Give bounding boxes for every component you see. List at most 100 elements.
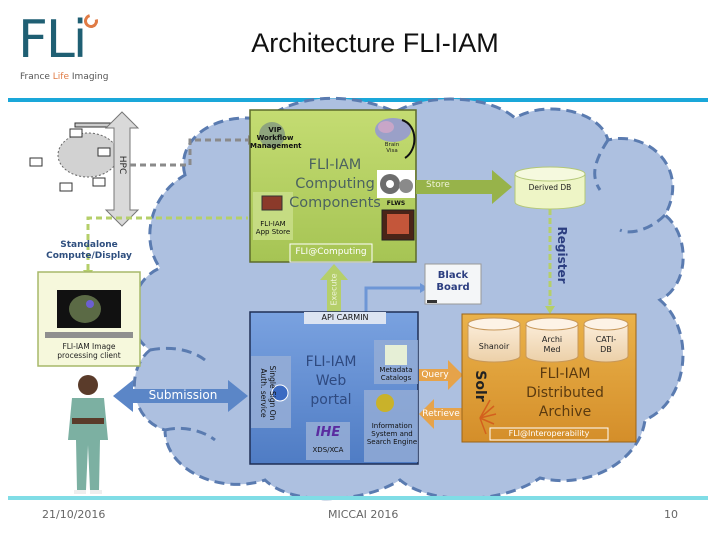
infosys-label-line3: Search Engine [366, 438, 418, 446]
appstore-label: FLI-IAM App Store [252, 220, 294, 236]
archimed-cylinder [525, 317, 579, 363]
toolbox-icon [261, 195, 283, 211]
metadata-label: Metadata Catalogs [372, 366, 420, 382]
execute-arrow [320, 264, 348, 312]
computing-title-line1: FLI-IAM [308, 157, 362, 173]
page-title: Architecture FLI-IAM [251, 28, 499, 58]
blackboard-label: Black Board [425, 270, 481, 294]
catidb-label-line1: CATI- [595, 335, 617, 344]
catidb-label-line2: DB [600, 345, 612, 354]
cloud-inner-dash [149, 139, 667, 442]
archive-title-line3: Archive [538, 404, 592, 420]
submission-arrow [113, 380, 248, 412]
brainvisa-label: Brain Visa [380, 142, 404, 154]
standalone-label-line2: Compute/Display [46, 251, 132, 261]
shanoir-cylinder [467, 317, 521, 363]
logo-sub-suffix: Imaging [69, 72, 109, 82]
derived-db-label: Derived DB [528, 183, 572, 192]
hpc-to-vip-connector [130, 138, 248, 167]
computing-title: FLI-IAM Computing Components [285, 156, 385, 213]
archive-title-line2: Distributed [526, 385, 604, 401]
hpc-computers [29, 122, 116, 192]
client-label: FLI-IAM Image processing client [40, 342, 138, 360]
bottom-divider [8, 496, 708, 500]
blackboard-connector [364, 286, 422, 312]
standalone-label-line1: Standalone [60, 240, 118, 250]
hpc-label: HPC [117, 155, 127, 175]
retrieve-label: Retrieve [422, 409, 460, 419]
flows-label: FLWS [386, 200, 406, 207]
logo-sub-life: Life [52, 72, 70, 82]
portal-title: FLI-IAM Web portal [290, 353, 372, 410]
solr-sun-icon [479, 399, 497, 435]
api-carmin-bar [304, 312, 386, 324]
ihe-logo: IHE [315, 425, 341, 440]
sso-label-line2: Auth. service [259, 368, 268, 418]
vip-label-line1: VIP [268, 126, 282, 134]
sso-label: Single Sign On Auth. service [259, 357, 277, 429]
archimed-label-line2: Med [543, 345, 561, 354]
query-label: Query [421, 370, 449, 380]
portal-title-line3: portal [310, 392, 352, 408]
appstore-label-line2: App Store [255, 228, 291, 236]
vip-logo-icon [259, 122, 285, 148]
metadata-label-line2: Catalogs [380, 374, 412, 382]
brain-scan-image [69, 295, 101, 323]
appstore-label-line1: FLI-IAM [260, 220, 286, 228]
infosys-label-line1: Information [371, 422, 413, 430]
portal-title-line1: FLI-IAM [305, 354, 357, 370]
retrieve-arrow [419, 399, 463, 429]
archive-badge-box [489, 427, 609, 441]
laptop-base [45, 332, 133, 338]
infosys-label: Information System and Search Engine [362, 422, 422, 446]
api-carmin-label: API CARMIN [321, 313, 369, 322]
archive-badge: FLI@Interoperability [508, 429, 590, 438]
infosys-label-line2: System and [371, 430, 413, 438]
computing-title-line3: Components [289, 195, 381, 211]
sso-label-line1: Single Sign On [268, 365, 277, 421]
computing-title-line2: Computing [295, 176, 375, 192]
footer-date: 21/10/2016 [42, 508, 106, 521]
hpc-double-arrow [104, 111, 140, 227]
brainvisa-label-line2: Visa [386, 148, 398, 154]
metadata-label-line1: Metadata [379, 366, 413, 374]
solr-label: Solr [472, 370, 488, 402]
metadata-icon [385, 345, 407, 365]
footer-page-number: 10 [664, 508, 678, 521]
logo-subtitle: France Life Imaging [20, 72, 108, 82]
catidb-cylinder [583, 317, 629, 363]
archive-title-line1: FLI-IAM [539, 366, 591, 382]
logo-sub-prefix: France [20, 72, 53, 82]
brainvisa-icon [375, 118, 416, 159]
standalone-connector [86, 216, 248, 270]
store-label: Store [426, 180, 450, 190]
register-arrowhead [545, 306, 555, 314]
brainvisa-label-line1: Brain [384, 142, 400, 148]
computing-badge-box [289, 243, 373, 263]
register-label: Register [555, 226, 569, 284]
vip-label: VIP Workflow Management [250, 126, 302, 150]
footer-event: MICCAI 2016 [328, 508, 399, 521]
xds-panel [306, 422, 350, 460]
catidb-label: CATI- DB [584, 335, 628, 355]
client-label-line1: FLI-IAM Image [62, 342, 116, 351]
derived-db-cylinder [514, 166, 586, 210]
execute-label: Execute [329, 273, 339, 306]
query-arrow [419, 360, 463, 390]
archive-title: FLI-IAM Distributed Archive [510, 365, 620, 422]
binoculars-icon [376, 394, 394, 412]
xds-label: XDS/XCA [312, 446, 344, 454]
doctor-figure [68, 375, 108, 494]
standalone-label: Standalone Compute/Display [38, 240, 140, 262]
fli-logo: FLi [18, 10, 87, 70]
blackboard-label-line1: Black [437, 270, 469, 281]
shanoir-label: Shanoir [478, 342, 510, 351]
archimed-label-line1: Archi [541, 335, 563, 344]
store-arrow [416, 170, 512, 204]
client-label-line2: processing client [57, 351, 121, 360]
blackboard-label-line2: Board [436, 282, 470, 293]
portal-title-line2: Web [315, 373, 347, 389]
blackboard-icon [424, 263, 482, 305]
vip-label-line2: Workflow [256, 134, 294, 142]
